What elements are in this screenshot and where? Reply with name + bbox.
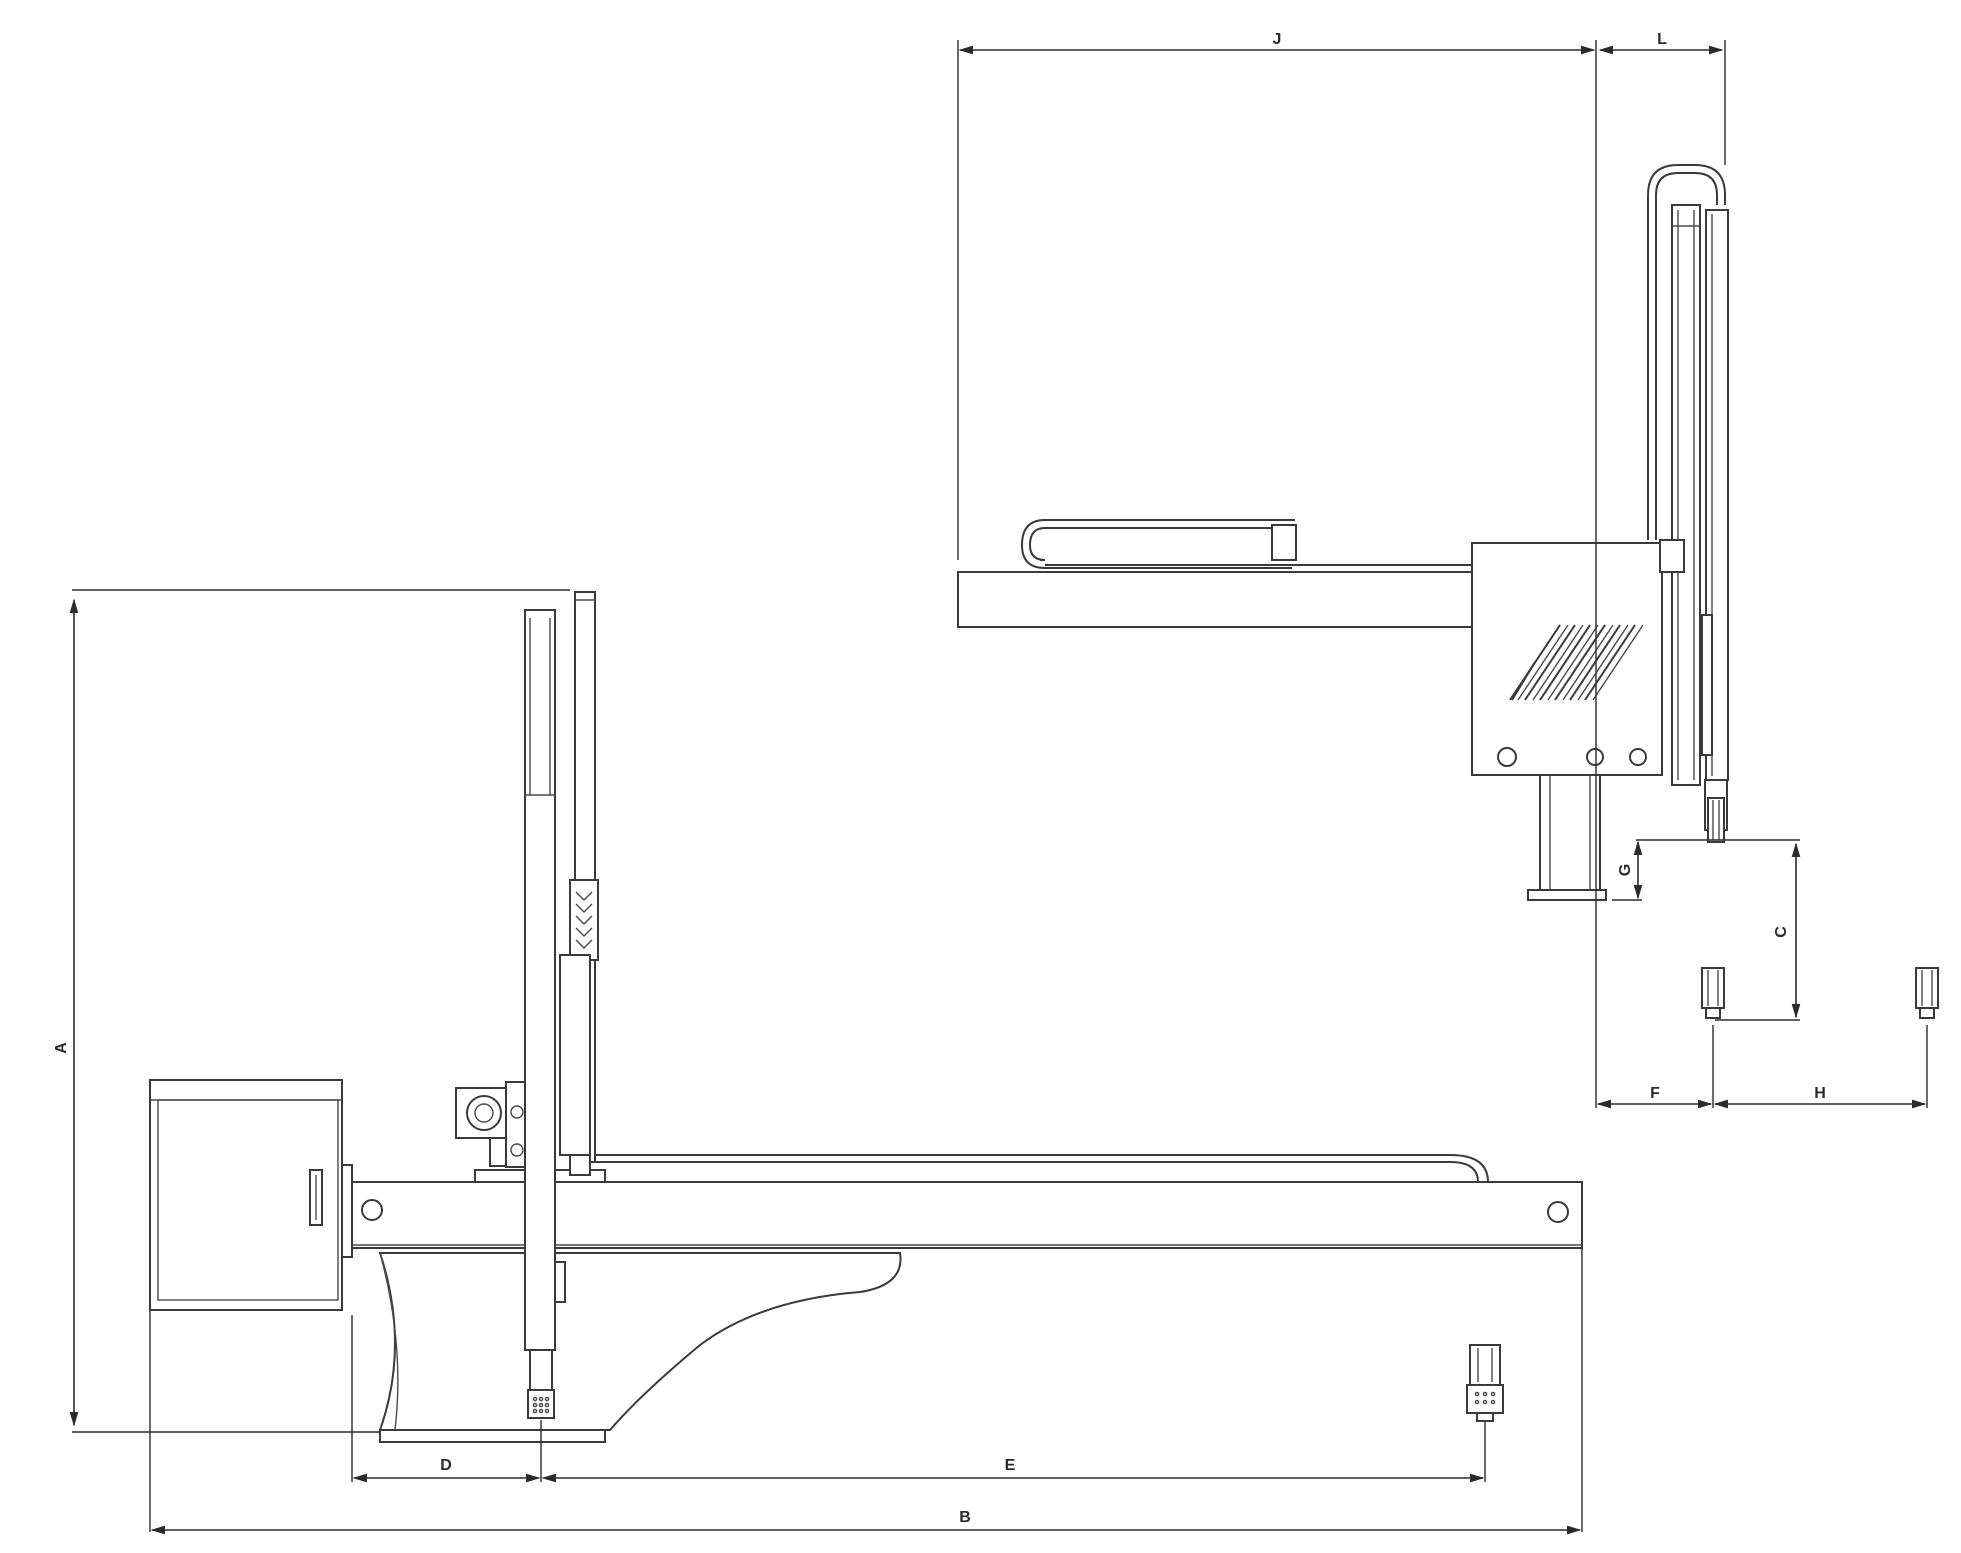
dim-label-f: F [1650, 1085, 1660, 1102]
dim-label-a: A [53, 1042, 70, 1054]
beam-bolt-right [1547, 1201, 1569, 1223]
gripper-position-mid [1701, 967, 1725, 1019]
front-carriage-box [1471, 542, 1663, 776]
cable-carrier-crossbeam [1020, 519, 1472, 569]
control-cabinet [149, 1079, 353, 1311]
dim-label-b: B [959, 1509, 971, 1526]
front-crossbeam [957, 571, 1477, 628]
dim-label-c: C [1773, 926, 1790, 938]
motor-hub [466, 1095, 502, 1131]
secondary-vertical-arm [559, 591, 599, 1176]
front-view: J L G C F H [957, 31, 1939, 1109]
dim-label-e: E [1005, 1457, 1016, 1474]
main-beam [351, 1181, 1583, 1249]
dim-label-l: L [1657, 31, 1667, 48]
front-arm-gripper [1707, 797, 1725, 843]
side-view: A D E B [53, 589, 1583, 1535]
traverse-motor [455, 1081, 529, 1168]
dim-label-g: G [1617, 864, 1634, 876]
dim-label-h: H [1814, 1085, 1826, 1102]
auxiliary-gripper [1466, 1344, 1504, 1422]
beam-bolt-left [361, 1199, 383, 1221]
dim-label-j: J [1273, 31, 1282, 48]
base-stand [378, 1252, 902, 1443]
cable-carrier-beam [590, 1154, 1489, 1183]
main-vertical-arm [524, 609, 566, 1419]
dim-label-d: D [440, 1457, 452, 1474]
front-vertical-arm [1647, 164, 1729, 831]
front-lower-post [1527, 774, 1607, 901]
gripper-position-far [1915, 967, 1939, 1019]
